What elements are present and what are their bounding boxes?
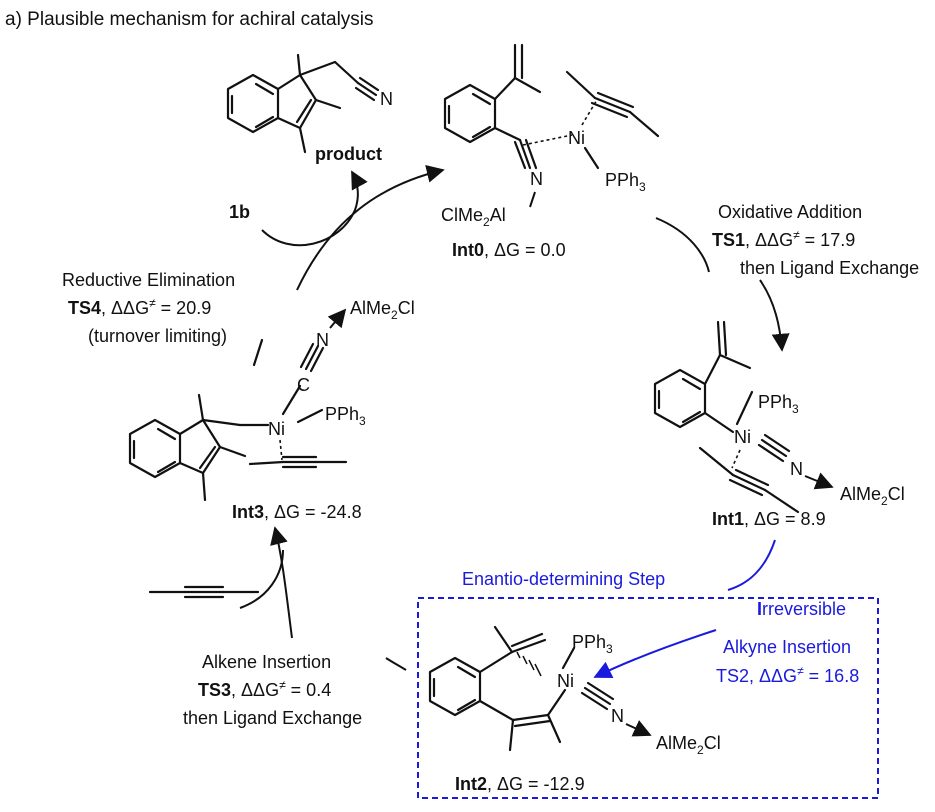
alkyne-insertion-label: Irreversible Alkyne Insertion TS2, ΔΔG≠ … xyxy=(716,599,859,686)
int1-structure: PPh3 Ni N AlMe2Cl xyxy=(653,320,905,514)
int3-n-label: N xyxy=(316,330,329,350)
int1-pph3-label: PPh3 xyxy=(758,392,799,416)
int0-ni-label: Ni xyxy=(568,128,585,148)
int3-c-label: C xyxy=(297,375,310,395)
int3-ni-label: Ni xyxy=(268,419,285,439)
svg-text:Oxidative Addition: Oxidative Addition xyxy=(718,202,862,222)
substrate-label: 1b xyxy=(229,202,250,222)
svg-text:TS1, ΔΔG≠ = 17.9: TS1, ΔΔG≠ = 17.9 xyxy=(712,228,855,250)
nitrile-n-label: N xyxy=(380,89,393,109)
arrow-ts1-to-int1 xyxy=(759,279,790,352)
arrow-re-to-int0 xyxy=(296,165,445,291)
int3-caption: Int3, ΔG = -24.8 xyxy=(232,502,362,522)
figure-heading: a) Plausible mechanism for achiral catal… xyxy=(5,9,374,30)
product-structure: N xyxy=(226,53,393,154)
int1-almecl-label: AlMe2Cl xyxy=(840,484,905,508)
arrow-to-int2 xyxy=(593,629,717,679)
svg-text:Irreversible: Irreversible xyxy=(757,599,846,619)
svg-text:Reductive Elimination: Reductive Elimination xyxy=(62,270,235,290)
enantio-step-label: Enantio-determining Step xyxy=(462,569,665,589)
svg-text:Alkene Insertion: Alkene Insertion xyxy=(202,652,331,672)
int2-n-label: N xyxy=(611,706,624,726)
int2-caption: Int2, ΔG = -12.9 xyxy=(455,774,585,794)
arrow-1b-to-product xyxy=(261,170,368,247)
arrow-int2-tick xyxy=(385,657,407,671)
svg-text:TS4, ΔΔG≠ = 20.9: TS4, ΔΔG≠ = 20.9 xyxy=(68,296,211,318)
svg-text:then Ligand Exchange: then Ligand Exchange xyxy=(740,258,919,278)
arrow-int1-enantio xyxy=(727,539,776,591)
int0-n-label: N xyxy=(530,169,543,189)
svg-text:then Ligand Exchange: then Ligand Exchange xyxy=(183,708,362,728)
int0-pph3-label: PPh3 xyxy=(605,170,646,194)
int2-almecl-label: AlMe2Cl xyxy=(656,733,721,757)
int0-structure: Ni N ClMe2Al PPh3 xyxy=(441,43,660,229)
oxidative-addition-label: Oxidative Addition TS1, ΔΔG≠ = 17.9 then… xyxy=(712,202,919,278)
int2-pph3-label: PPh3 xyxy=(572,632,613,656)
arrow-int0-to-ts1 xyxy=(655,217,710,273)
butyne-reagent xyxy=(148,585,260,599)
int3-almecl-label: AlMe2Cl xyxy=(350,298,415,322)
svg-text:TS3, ΔΔG≠ = 0.4: TS3, ΔΔG≠ = 0.4 xyxy=(198,678,331,700)
arrow-int2-to-int3 xyxy=(270,526,293,639)
int3-pph3-label: PPh3 xyxy=(325,404,366,428)
int0-caption: Int0, ΔG = 0.0 xyxy=(452,240,566,260)
alkene-insertion-label: Alkene Insertion TS3, ΔΔG≠ = 0.4 then Li… xyxy=(183,652,362,728)
reductive-elimination-label: Reductive Elimination TS4, ΔΔG≠ = 20.9 (… xyxy=(62,270,235,346)
svg-text:TS2, ΔΔG≠ = 16.8: TS2, ΔΔG≠ = 16.8 xyxy=(716,664,859,686)
int0-clme2al-label: ClMe2Al xyxy=(441,205,506,229)
int3-structure: Ni PPh3 C N AlMe2Cl xyxy=(128,298,415,502)
int1-caption: Int1, ΔG = 8.9 xyxy=(712,509,826,529)
svg-text:(turnover limiting): (turnover limiting) xyxy=(88,326,227,346)
product-label: product xyxy=(315,144,382,164)
arrow-butyne-in xyxy=(239,549,284,609)
enantio-box xyxy=(417,597,879,799)
int2-structure: Ni PPh3 N AlMe2Cl xyxy=(428,625,721,757)
int2-ni-label: Ni xyxy=(557,671,574,691)
svg-text:Alkyne Insertion: Alkyne Insertion xyxy=(723,637,851,657)
int1-ni-label: Ni xyxy=(734,427,751,447)
int1-n-label: N xyxy=(790,459,803,479)
